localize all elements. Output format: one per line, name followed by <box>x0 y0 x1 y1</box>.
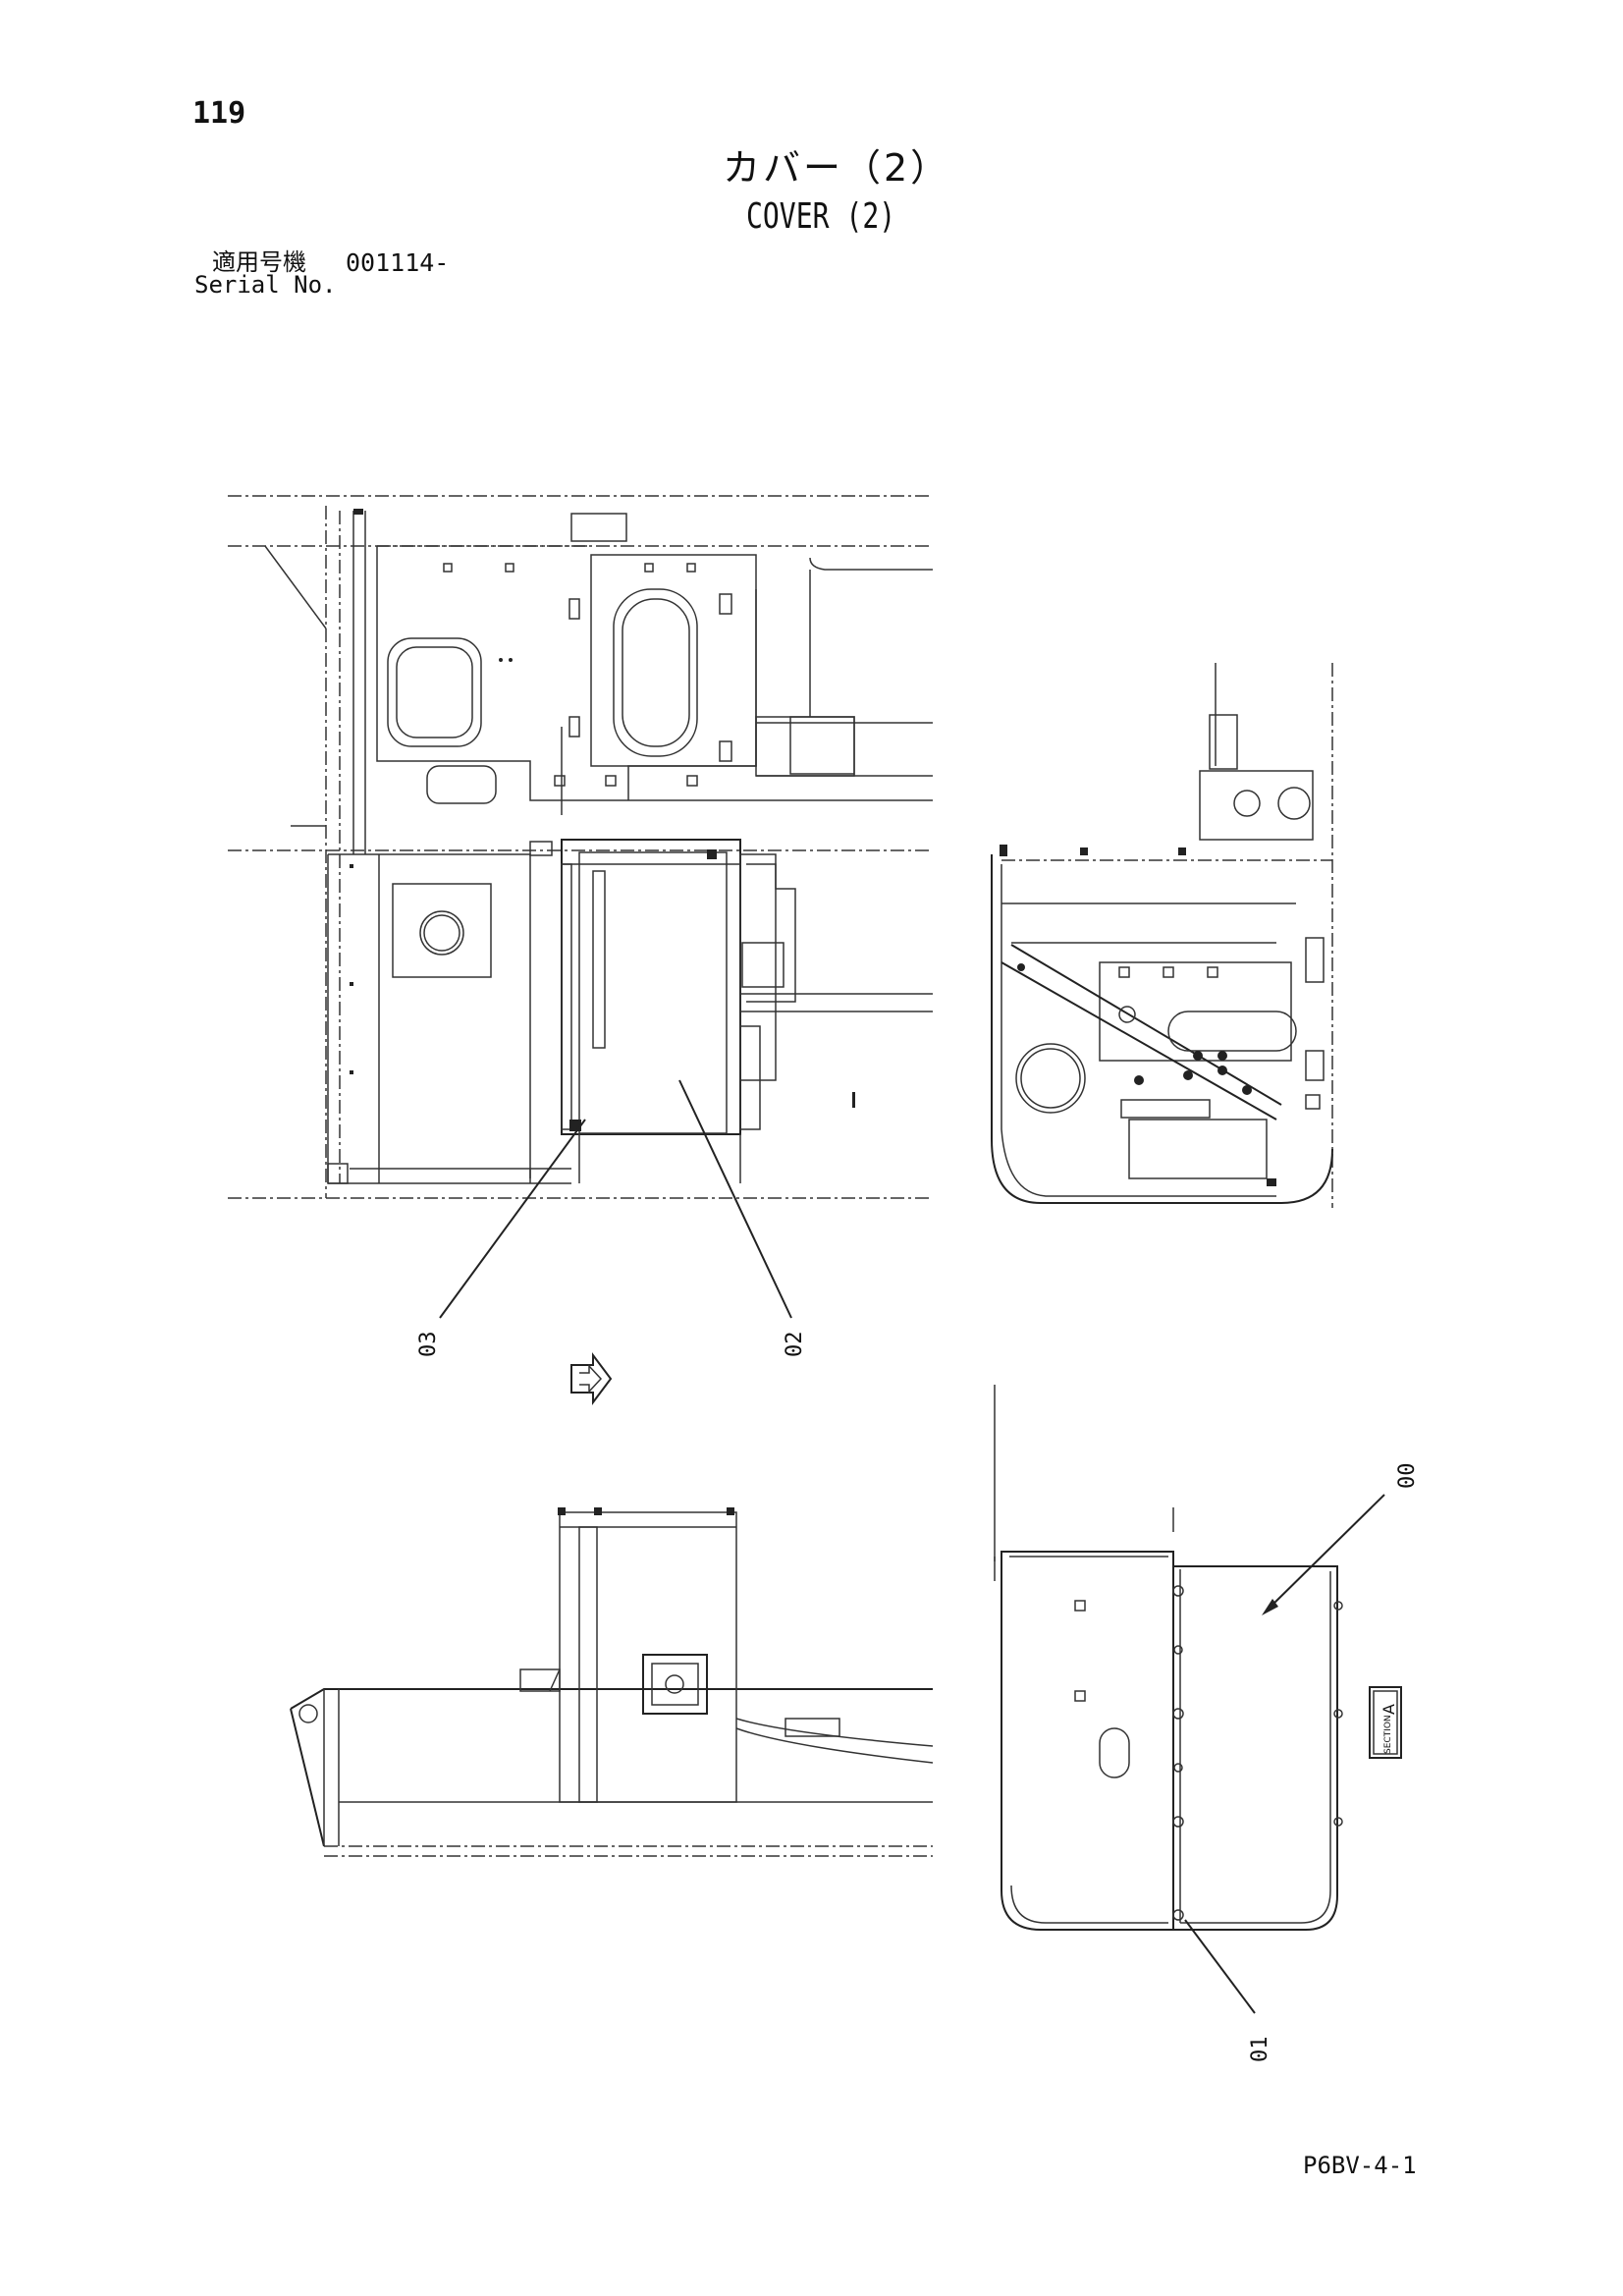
leader-line-03 <box>439 1119 586 1319</box>
right-view <box>991 663 1333 1208</box>
view-direction-arrow <box>570 1352 613 1405</box>
section-a-tag: SECTION A <box>1369 1686 1402 1759</box>
callout-03: 03 <box>416 1332 441 1358</box>
serial-label-japanese: 適用号機 <box>212 248 306 276</box>
serial-number-value: 001114- <box>346 248 450 277</box>
side-view <box>290 1507 934 1857</box>
callout-02: 02 <box>783 1332 807 1358</box>
top-view <box>228 495 933 1199</box>
section-letter: A <box>1380 1704 1398 1715</box>
cover-view <box>994 1385 1343 1931</box>
title-english: COVER (2) <box>746 196 896 237</box>
leader-line-00 <box>1266 1494 1385 1612</box>
callout-00: 00 <box>1395 1463 1420 1490</box>
title-japanese: カバー（2） <box>723 146 951 190</box>
leader-line-02 <box>678 1079 792 1319</box>
callout-01: 01 <box>1248 2037 1272 2063</box>
serial-label-english: Serial No. <box>194 271 337 299</box>
section-word: SECTION <box>1383 1715 1393 1754</box>
page-number: 119 <box>192 96 246 131</box>
document-code: P6BV-4-1 <box>1303 2152 1417 2179</box>
leader-line-01 <box>1184 1919 1256 2014</box>
